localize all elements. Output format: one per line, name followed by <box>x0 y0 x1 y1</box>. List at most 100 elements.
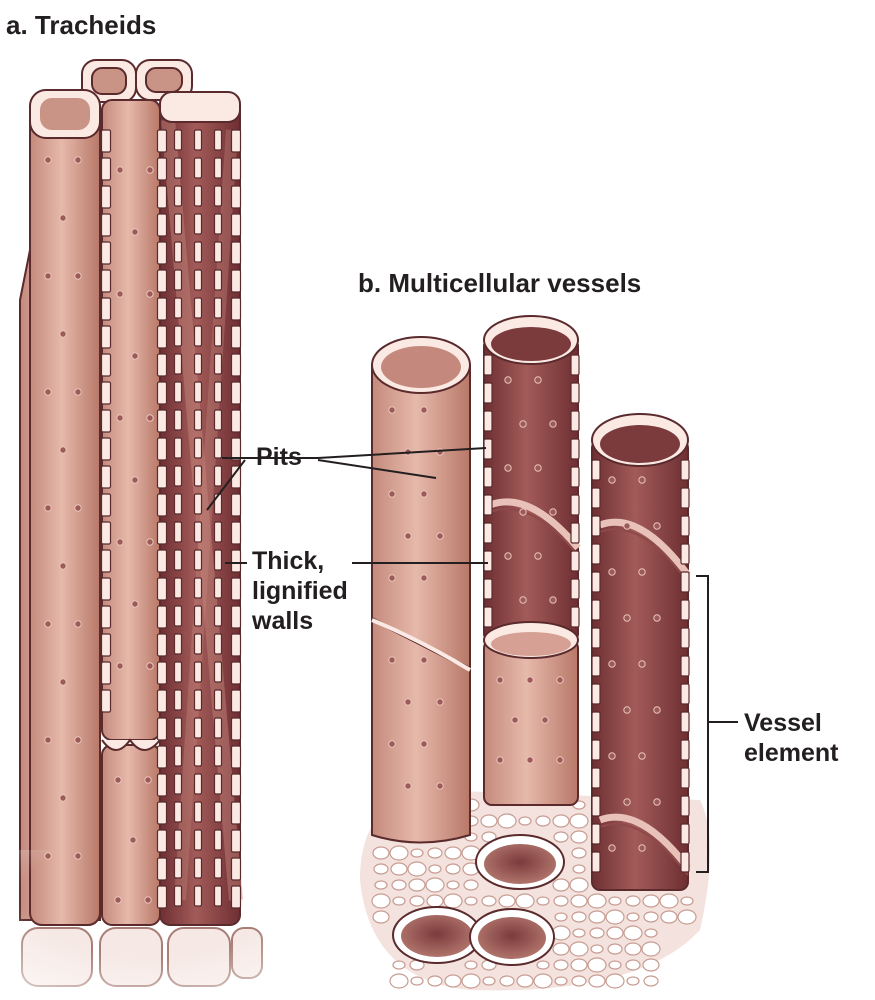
vessel-element-line2: element <box>744 739 839 767</box>
pit-dot <box>420 740 428 748</box>
pit-dot <box>44 156 52 164</box>
pit-wall-segment <box>173 157 183 179</box>
pit-wall-segment <box>193 661 203 683</box>
pit-wall-segment <box>156 801 168 825</box>
pit-dot <box>526 676 534 684</box>
pit-wall-segment <box>156 717 168 741</box>
pit-wall-segment <box>156 185 168 209</box>
pit-wall-segment <box>483 466 493 488</box>
pit-wall-segment <box>483 494 493 516</box>
ground-cell <box>461 973 481 989</box>
ground-cell <box>569 813 589 829</box>
pit-wall-segment <box>100 297 112 321</box>
ground-cell <box>570 830 588 844</box>
pit-dot <box>504 376 512 384</box>
ground-cell <box>536 896 550 906</box>
pit-dot <box>638 568 646 576</box>
pit-dot <box>638 844 646 852</box>
pit-wall-segment <box>570 382 580 404</box>
pit-wall-segment <box>156 409 168 433</box>
pit-dot <box>653 706 661 714</box>
pit-wall-segment <box>483 410 493 432</box>
pit-dot <box>420 490 428 498</box>
pit-wall-segment <box>173 353 183 375</box>
pit-wall-segment <box>100 269 112 293</box>
pit-wall-segment <box>156 157 168 181</box>
ground-cell <box>642 894 660 908</box>
pit-wall-segment <box>213 129 223 151</box>
pit-wall-segment <box>570 522 580 544</box>
pit-wall-segment <box>156 381 168 405</box>
pit-wall-segment <box>230 661 242 685</box>
pit-wall-segment <box>483 606 493 628</box>
pit-wall-segment <box>193 577 203 599</box>
pit-wall-segment <box>230 437 242 461</box>
ground-cell <box>643 975 659 987</box>
ground-cell <box>372 846 390 860</box>
pit-dot <box>44 272 52 280</box>
pit-dot <box>608 660 616 668</box>
pit-wall-segment <box>193 493 203 515</box>
pit-wall-segment <box>193 549 203 571</box>
ground-cell <box>389 845 409 861</box>
ground-cell <box>373 863 389 875</box>
pit-wall-segment <box>156 605 168 629</box>
pit-dot <box>44 736 52 744</box>
ground-cell <box>499 975 515 987</box>
pit-wall-segment <box>173 577 183 599</box>
ground-cell <box>606 926 624 940</box>
pit-dot <box>388 406 396 414</box>
ground-cell <box>626 976 640 986</box>
ground-cell <box>659 893 679 909</box>
panel-b-letter: b. <box>358 268 382 298</box>
ground-cell <box>554 912 568 922</box>
pit-wall-segment <box>230 521 242 545</box>
pit-wall-segment <box>193 381 203 403</box>
ground-cell <box>464 960 478 970</box>
vessel-cross-sections <box>392 834 565 966</box>
ground-tissue-cells <box>371 798 697 989</box>
pit-wall-segment <box>230 353 242 377</box>
pit-wall-segment <box>193 353 203 375</box>
pit-dot <box>131 476 139 484</box>
pit-wall-segment <box>193 241 203 263</box>
pit-wall-segment <box>591 599 601 621</box>
pit-wall-segment <box>193 129 203 151</box>
pit-wall-segment <box>230 689 242 713</box>
pits-leader-a-lower <box>206 459 246 511</box>
pit-wall-segment <box>156 241 168 265</box>
pit-wall-segment <box>173 661 183 683</box>
pit-wall-segment <box>193 465 203 487</box>
pit-wall-segment <box>230 185 242 209</box>
tracheid-left <box>29 89 101 926</box>
ground-cell <box>444 974 462 988</box>
ground-cell <box>515 893 535 909</box>
pit-wall-segment <box>100 157 112 181</box>
pit-wall-segment <box>591 543 601 565</box>
pit-wall-segment <box>213 213 223 235</box>
pit-wall-segment <box>570 578 580 600</box>
panel-a-title: a. Tracheids <box>6 10 156 41</box>
ground-cell <box>571 975 587 987</box>
panel-b-title-text: Multicellular vessels <box>388 268 642 298</box>
pit-wall-segment <box>100 213 112 237</box>
pit-wall-segment <box>230 269 242 293</box>
pit-wall-segment <box>100 549 112 573</box>
pit-wall-segment <box>173 213 183 235</box>
ground-cell <box>625 959 641 971</box>
pit-wall-segment <box>680 571 690 593</box>
panel-b-title: b. Multicellular vessels <box>358 268 641 299</box>
pit-wall-segment <box>100 661 112 685</box>
pit-wall-segment <box>230 801 242 825</box>
pit-dot <box>116 166 124 174</box>
ground-cell <box>605 909 625 925</box>
pit-wall-segment <box>483 550 493 572</box>
ground-cell <box>553 895 569 907</box>
pit-dot <box>146 290 154 298</box>
pit-dot <box>496 756 504 764</box>
pit-wall-segment <box>230 493 242 517</box>
pit-dot <box>59 330 67 338</box>
pit-wall-segment <box>230 129 242 153</box>
pit-dot <box>116 414 124 422</box>
ground-cell <box>480 814 498 828</box>
